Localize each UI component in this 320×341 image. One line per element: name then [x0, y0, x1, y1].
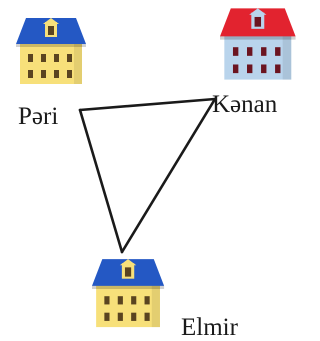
connection-line-elmir-pari: [78, 108, 124, 254]
houses: [16, 8, 296, 328]
connection-line-kanan-elmir: [120, 97, 217, 254]
house-kanan-icon: [220, 8, 296, 80]
house-label-kanan: Kənan: [212, 91, 278, 118]
connection-line-pari-kanan: [78, 97, 217, 112]
house-elmir-icon: [92, 259, 165, 328]
house-label-elmir: Elmir: [181, 314, 238, 341]
house-pari-icon: [16, 18, 86, 84]
connection-lines: [78, 97, 217, 254]
house-label-pari: Pəri: [18, 103, 59, 130]
